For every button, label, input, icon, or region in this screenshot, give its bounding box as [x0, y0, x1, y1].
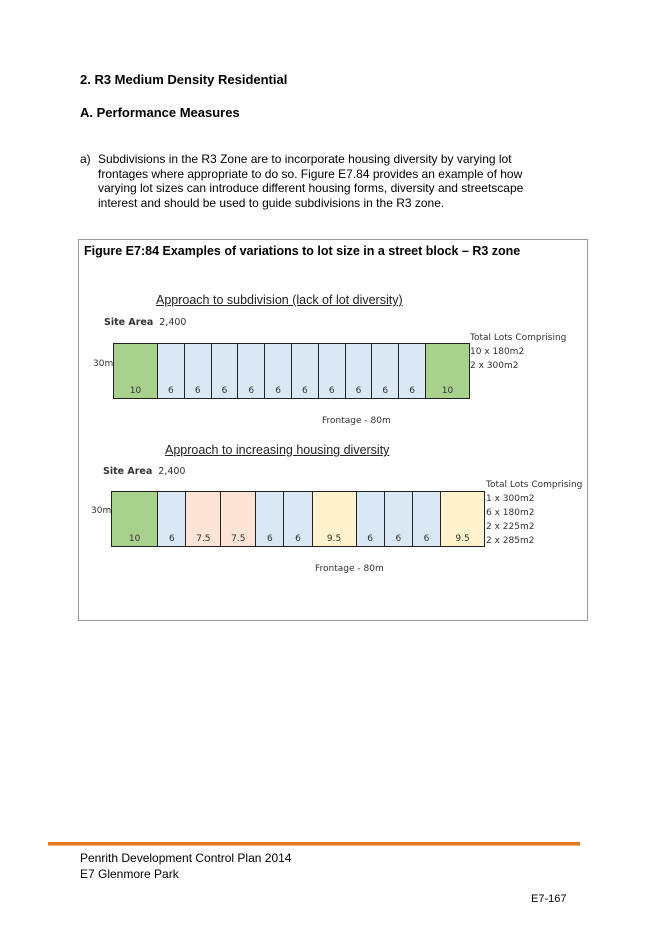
- lot: 7.5: [186, 492, 222, 546]
- lot: 10: [112, 492, 159, 546]
- totals-item: 6 x 180m2: [486, 508, 535, 518]
- lot-frontage-label: 6: [221, 386, 228, 396]
- lot: 7.5: [221, 492, 257, 546]
- lot: 6: [318, 344, 346, 398]
- lot-frontage-label: 6: [409, 386, 415, 396]
- frontage-label: Frontage - 80m: [315, 564, 384, 574]
- lot-frontage-label: 6: [168, 534, 175, 544]
- site-area-label: Site Area: [104, 317, 154, 328]
- lot-frontage-label: 6: [395, 534, 402, 544]
- lot: 6: [291, 344, 319, 398]
- lot-frontage-label: 7.5: [196, 534, 211, 544]
- lot: 6: [265, 344, 292, 398]
- lot-row: 10 6 6 6 6 6 6 6 6 6 6 10: [113, 343, 470, 399]
- lot: 6: [158, 492, 187, 546]
- lot: 9.5: [312, 492, 357, 546]
- lot: 9.5: [441, 492, 485, 546]
- lot-frontage-label: 6: [355, 386, 362, 396]
- footer-document-title: Penrith Development Control Plan 2014: [80, 851, 292, 865]
- lot-frontage-label: 9.5: [326, 534, 342, 544]
- figure-title: Figure E7:84 Examples of variations to l…: [84, 244, 521, 258]
- lot: 6: [384, 492, 413, 546]
- lot: 6: [284, 492, 313, 546]
- lot: 6: [256, 492, 285, 546]
- depth-label: 30m: [91, 506, 112, 516]
- lot: 6: [372, 344, 400, 398]
- subsection-heading: A. Performance Measures: [80, 105, 240, 120]
- site-area-value: 2,400: [158, 466, 186, 477]
- site-area: Site Area 2,400: [104, 317, 186, 328]
- figure-e7-84: Figure E7:84 Examples of variations to l…: [78, 239, 588, 621]
- lot-frontage-label: 6: [248, 386, 255, 396]
- site-area: Site Area 2,400: [103, 466, 185, 477]
- lot: 6: [345, 344, 373, 398]
- lot: 6: [238, 344, 266, 398]
- lot-frontage-label: 10: [441, 386, 454, 396]
- lot: 10: [425, 344, 469, 398]
- lot: 6: [211, 344, 239, 398]
- lot-frontage-label: 6: [168, 386, 174, 396]
- paragraph-text: Subdivisions in the R3 Zone are to incor…: [98, 152, 524, 210]
- depth-label: 30m: [93, 359, 114, 369]
- lot: 6: [412, 492, 442, 546]
- diagram-subtitle: Approach to increasing housing diversity: [165, 443, 390, 457]
- lot-frontage-label: 6: [328, 386, 335, 396]
- lot-totals: Total Lots Comprising 10 x 180m2 2 x 300…: [470, 331, 566, 373]
- section-heading: 2. R3 Medium Density Residential: [80, 72, 288, 87]
- footer-divider: [48, 842, 580, 846]
- diagram-subtitle: Approach to subdivision (lack of lot div…: [156, 293, 403, 307]
- lot-frontage-label: 10: [128, 534, 141, 544]
- lot-frontage-label: 10: [129, 386, 142, 396]
- frontage-label: Frontage - 80m: [322, 416, 391, 426]
- page-number: E7-167: [531, 893, 567, 905]
- lot-frontage-label: 6: [194, 386, 201, 396]
- paragraph-label: a): [80, 152, 91, 166]
- footer-section: E7 Glenmore Park: [80, 867, 179, 881]
- totals-item: 2 x 225m2: [486, 522, 535, 532]
- site-area-value: 2,400: [159, 317, 187, 328]
- lot-frontage-label: 6: [302, 386, 308, 396]
- lot: 6: [399, 344, 426, 398]
- totals-item: 1 x 300m2: [486, 494, 535, 504]
- lot-frontage-label: 7.5: [231, 534, 246, 544]
- lot-row: 10 6 7.5 7.5 6 6 9.5 6 6 6 9.5: [111, 491, 485, 547]
- lot: 6: [356, 492, 385, 546]
- lot-frontage-label: 6: [275, 386, 281, 396]
- lot: 6: [184, 344, 212, 398]
- lot-frontage-label: 6: [367, 534, 374, 544]
- totals-item: 10 x 180m2: [470, 347, 525, 357]
- lot: 6: [158, 344, 185, 398]
- lot-frontage-label: 6: [295, 534, 301, 544]
- lot-totals: Total Lots Comprising 1 x 300m2 6 x 180m…: [486, 478, 582, 548]
- totals-item: 2 x 300m2: [470, 361, 519, 371]
- lot-frontage-label: 6: [423, 534, 430, 544]
- site-area-label: Site Area: [103, 466, 153, 477]
- totals-heading: Total Lots Comprising: [486, 480, 583, 490]
- lot: 10: [114, 344, 158, 398]
- totals-heading: Total Lots Comprising: [470, 333, 567, 343]
- paragraph-a: a) Subdivisions in the R3 Zone are to in…: [80, 152, 540, 210]
- lot-frontage-label: 6: [382, 386, 389, 396]
- lot-frontage-label: 6: [266, 534, 273, 544]
- totals-item: 2 x 285m2: [486, 536, 535, 546]
- lot-frontage-label: 9.5: [455, 534, 470, 544]
